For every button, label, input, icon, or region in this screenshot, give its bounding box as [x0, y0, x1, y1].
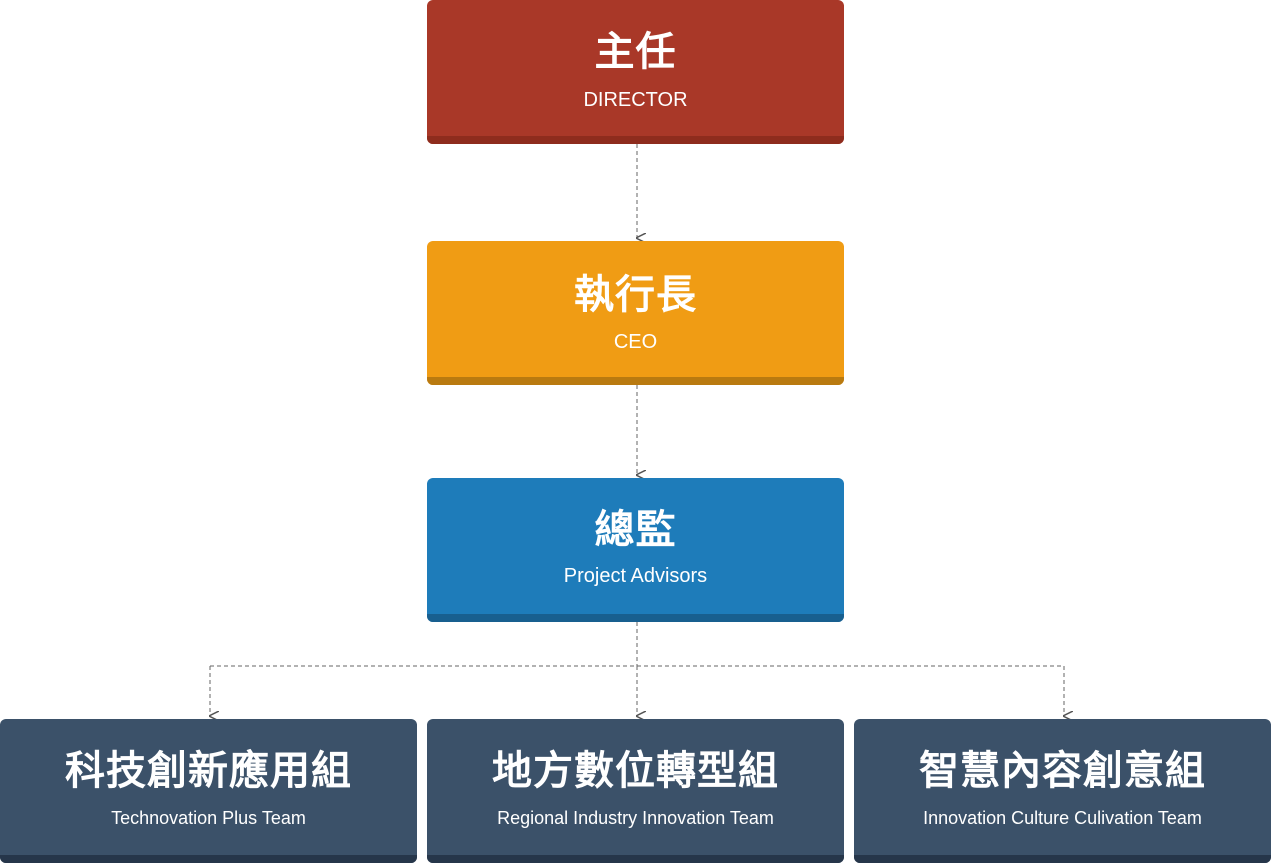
team-shade — [427, 855, 844, 863]
team-box-regional: 地方數位轉型組 Regional Industry Innovation Tea… — [427, 719, 844, 863]
team-subtitle: Innovation Culture Culivation Team — [923, 808, 1202, 828]
ceo-title: 執行長 — [574, 272, 697, 318]
director-subtitle: DIRECTOR — [583, 89, 688, 111]
advisors-title: 總監 — [594, 507, 677, 553]
director-title: 主任 — [594, 29, 677, 75]
team-subtitle: Technovation Plus Team — [111, 808, 306, 828]
ceo-shade — [427, 377, 844, 385]
advisors-shade — [427, 614, 844, 622]
team-title: 科技創新應用組 — [65, 748, 352, 794]
advisors-box: 總監 Project Advisors — [427, 478, 844, 622]
director-shade — [427, 136, 844, 144]
team-title: 智慧內容創意組 — [919, 748, 1206, 794]
ceo-box: 執行長 CEO — [427, 241, 844, 385]
ceo-subtitle: CEO — [613, 331, 658, 353]
advisors-subtitle: Project Advisors — [563, 565, 708, 587]
team-subtitle: Regional Industry Innovation Team — [497, 808, 774, 828]
team-box-technovation: 科技創新應用組 Technovation Plus Team — [0, 719, 417, 863]
team-box-culture: 智慧內容創意組 Innovation Culture Culivation Te… — [854, 719, 1271, 863]
team-title: 地方數位轉型組 — [492, 748, 779, 794]
director-box: 主任 DIRECTOR — [427, 0, 844, 144]
team-shade — [854, 855, 1271, 863]
team-shade — [0, 855, 417, 863]
